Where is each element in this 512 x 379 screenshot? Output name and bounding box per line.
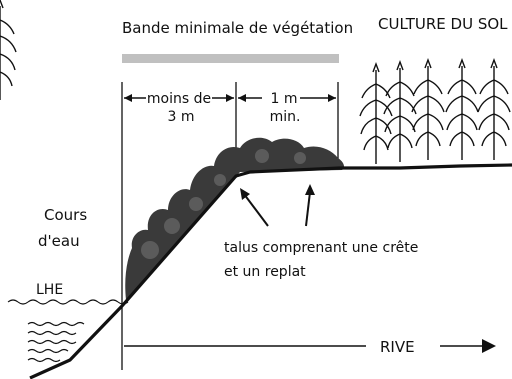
watercourse-label-2: d'eau (38, 232, 80, 250)
dimension-min-label-2: min. (270, 109, 301, 125)
slope-label-1: talus comprenant une crête (224, 240, 418, 256)
water-body (7, 299, 129, 363)
shore-arrow: RIVE (124, 338, 496, 356)
bank-profile (29, 163, 512, 379)
shore-label: RIVE (380, 338, 415, 356)
buffer-strip-bar (122, 54, 339, 63)
slope-label-2: et un replat (224, 264, 306, 280)
dimension-1m-min: 1 m min. (238, 91, 336, 125)
dimension-less-label-2: 3 m (168, 109, 195, 125)
buffer-strip-title: Bande minimale de végétation (122, 19, 353, 37)
dimension-less-than-3m: moins de 3 m (124, 91, 234, 125)
crop-title: CULTURE DU SOL (378, 15, 508, 33)
watercourse-label-1: Cours (44, 206, 87, 224)
crop-plants (0, 0, 17, 100)
dimension-min-label-1: 1 m (271, 91, 298, 107)
slope-pointer-arrows (240, 184, 315, 227)
high-water-mark-label: LHE (36, 282, 63, 298)
dimension-less-label-1: moins de (147, 91, 211, 107)
